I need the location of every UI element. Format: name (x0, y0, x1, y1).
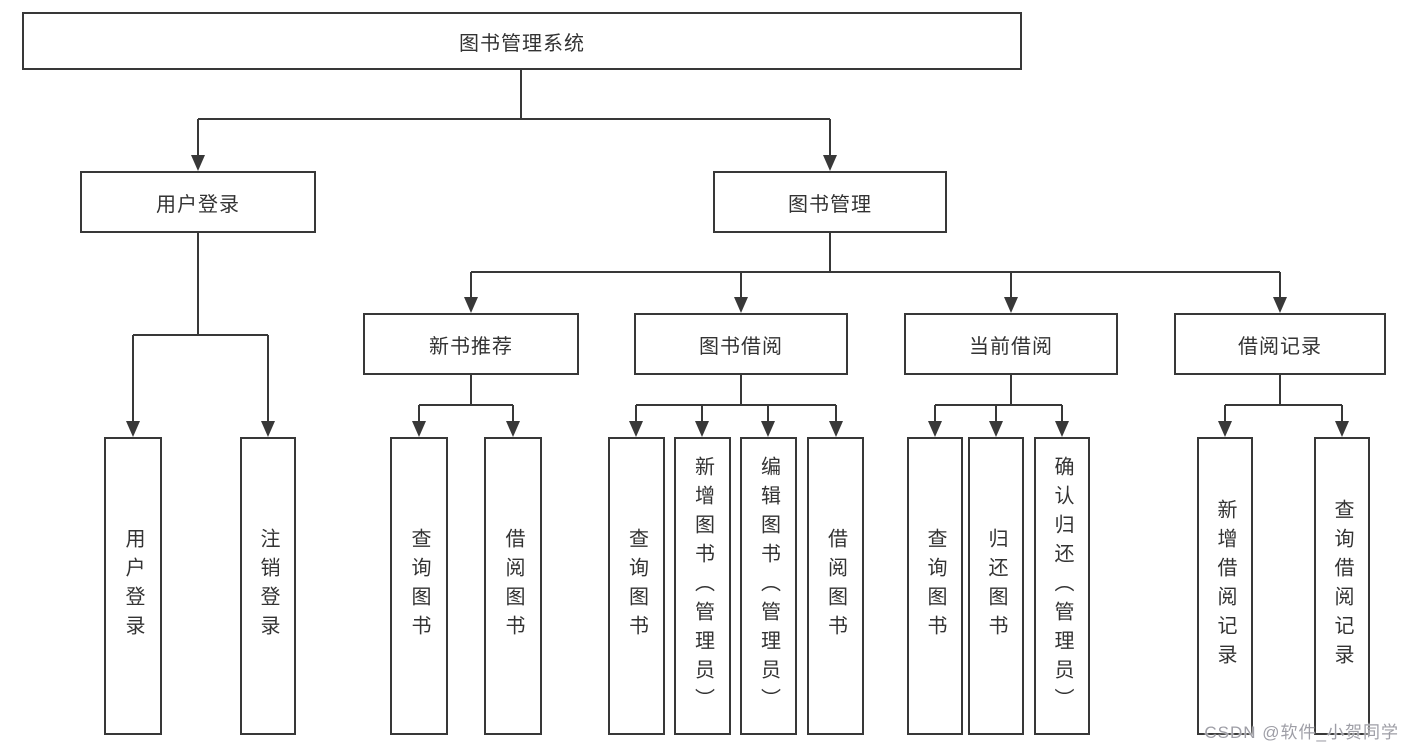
arrow-icon (761, 421, 775, 437)
leaf-add-books-admin: 新增图书（管理员） (674, 437, 731, 735)
leaf-label: 借阅图书 (824, 528, 847, 644)
node-book-borrow: 图书借阅 (634, 313, 848, 375)
leaf-user-login: 用户登录 (104, 437, 162, 735)
leaf-logout: 注销登录 (240, 437, 296, 735)
leaf-edit-books-admin: 编辑图书（管理员） (740, 437, 797, 735)
leaf-query-books-borrow: 查询图书 (608, 437, 665, 735)
arrow-icon (1218, 421, 1232, 437)
leaf-label: 查询借阅记录 (1331, 499, 1353, 673)
leaf-label: 查询图书 (408, 528, 430, 644)
arrowheads (126, 155, 1349, 437)
leaf-confirm-return-admin: 确认归还（管理员） (1034, 437, 1090, 735)
leaf-label: 借阅图书 (502, 528, 524, 644)
arrow-icon (261, 421, 275, 437)
arrow-icon (506, 421, 520, 437)
leaf-label: 编辑图书（管理员） (757, 455, 780, 717)
leaf-label: 新增图书（管理员） (691, 455, 714, 717)
leaf-label: 查询图书 (625, 528, 648, 644)
leaf-query-borrow-record: 查询借阅记录 (1314, 437, 1370, 735)
arrow-icon (1004, 297, 1018, 313)
connector-root-to-level1 (197, 70, 831, 157)
connector-userlogin-to-leaves (132, 233, 269, 423)
node-label: 当前借阅 (969, 335, 1053, 358)
arrow-icon (695, 421, 709, 437)
node-new-book-recommend: 新书推荐 (363, 313, 579, 375)
connector-newbooks-to-leaves (418, 375, 514, 423)
node-root-title: 图书管理系统 (22, 12, 1022, 70)
leaf-return-books: 归还图书 (968, 437, 1024, 735)
leaf-label: 归还图书 (985, 528, 1007, 644)
arrow-icon (1273, 297, 1287, 313)
arrow-icon (191, 155, 205, 171)
arrow-icon (928, 421, 942, 437)
arrow-icon (412, 421, 426, 437)
node-label: 图书借阅 (699, 335, 783, 358)
connector-bookmgmt-to-level2 (470, 233, 1281, 299)
arrow-icon (126, 421, 140, 437)
arrow-icon (989, 421, 1003, 437)
connector-records-to-leaves (1224, 375, 1343, 423)
watermark: CSDN @软件_小贺同学 (1204, 723, 1399, 742)
leaf-label: 用户登录 (122, 528, 144, 644)
node-current-borrow: 当前借阅 (904, 313, 1118, 375)
node-label: 新书推荐 (429, 335, 513, 358)
leaf-query-books-recommend: 查询图书 (390, 437, 448, 735)
leaf-label: 新增借阅记录 (1214, 499, 1236, 673)
leaf-borrow-books: 借阅图书 (807, 437, 864, 735)
node-label: 借阅记录 (1238, 335, 1322, 358)
arrow-icon (823, 155, 837, 171)
connector-currentborrow-to-leaves (934, 375, 1063, 423)
arrow-icon (1335, 421, 1349, 437)
arrow-icon (464, 297, 478, 313)
connector-bookborrow-to-leaves (635, 375, 837, 423)
node-book-management: 图书管理 (713, 171, 947, 233)
node-label: 用户登录 (156, 193, 240, 216)
leaf-label: 注销登录 (257, 528, 279, 644)
leaf-query-books-current: 查询图书 (907, 437, 963, 735)
leaf-borrow-books-recommend: 借阅图书 (484, 437, 542, 735)
node-borrow-records: 借阅记录 (1174, 313, 1386, 375)
leaf-label: 查询图书 (924, 528, 946, 644)
leaf-add-borrow-record: 新增借阅记录 (1197, 437, 1253, 735)
arrow-icon (1055, 421, 1069, 437)
node-label: 图书管理系统 (459, 32, 585, 55)
node-user-login: 用户登录 (80, 171, 316, 233)
arrow-icon (829, 421, 843, 437)
node-label: 图书管理 (788, 193, 872, 216)
leaf-label: 确认归还（管理员） (1051, 455, 1073, 717)
arrow-icon (734, 297, 748, 313)
arrow-icon (629, 421, 643, 437)
